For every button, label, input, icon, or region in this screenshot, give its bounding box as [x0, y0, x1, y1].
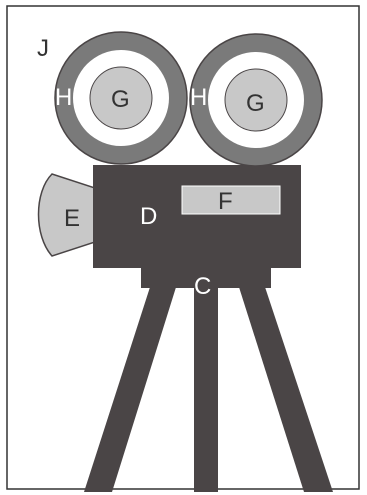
label-d: D	[140, 203, 157, 230]
label-g-left: G	[111, 86, 130, 113]
tripod-center-leg	[194, 284, 218, 492]
label-c: C	[194, 273, 211, 300]
label-j: J	[37, 35, 49, 62]
label-h-left: H	[55, 84, 72, 111]
label-g-right: G	[246, 90, 265, 117]
label-h-right: H	[190, 84, 207, 111]
camera-body	[93, 165, 301, 268]
label-f: F	[218, 188, 233, 215]
label-e: E	[64, 205, 80, 232]
